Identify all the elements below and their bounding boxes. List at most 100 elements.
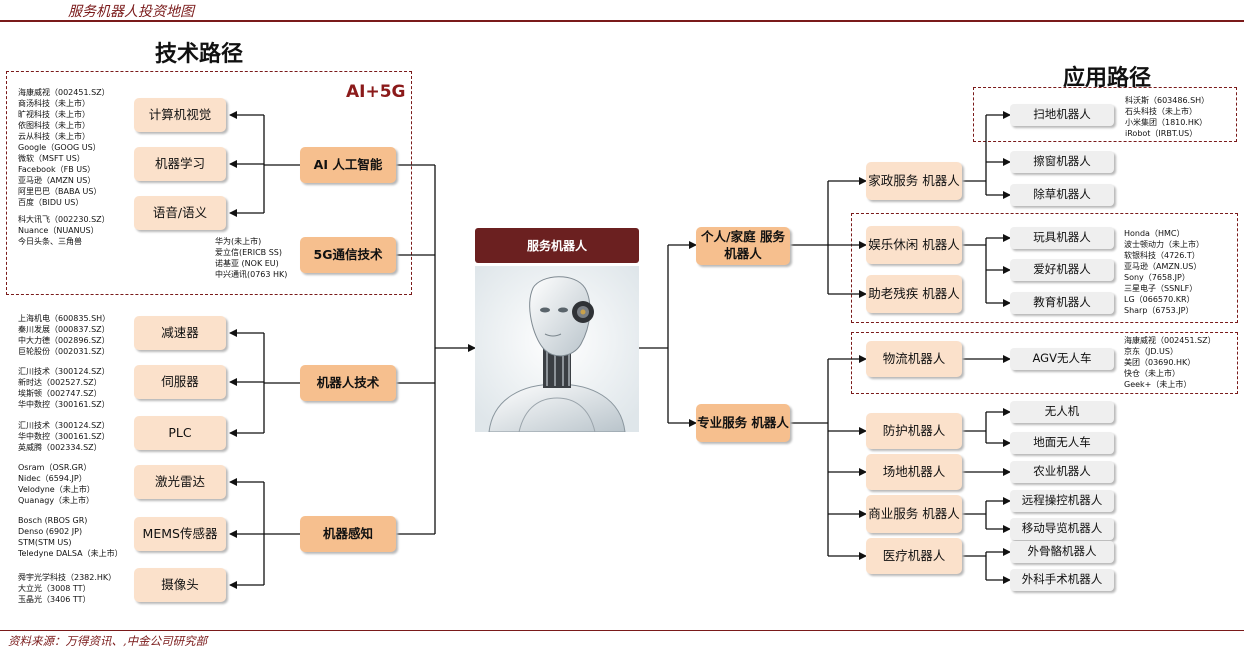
tech-plc: PLC — [134, 416, 226, 450]
servo-company-list: 汇川技术（300124.SZ） 新时达（002527.SZ） 埃斯顿（00274… — [18, 366, 110, 410]
cv-company-list: 海康威视（002451.SZ） 商汤科技（未上市） 旷视科技（未上市） 依图科技… — [18, 87, 110, 208]
company-item: Velodyne（未上市） — [18, 485, 95, 494]
tech-path-title: 技术路径 — [155, 41, 244, 67]
leaf-toy-robot: 玩具机器人 — [1010, 227, 1114, 249]
company-item: 微软（MSFT US） — [18, 154, 85, 163]
leaf-teleoperation-robot: 远程操控机器人 — [1010, 490, 1114, 512]
company-item: 百度（BIDU US） — [18, 198, 84, 207]
leaf-lawn-robot: 除草机器人 — [1010, 184, 1114, 206]
tech-reducer: 减速器 — [134, 316, 226, 350]
company-item: Geek+（未上市） — [1124, 380, 1192, 389]
page-title: 服务机器人投资地图 — [68, 4, 194, 20]
company-item: 云从科技（未上市） — [18, 132, 90, 141]
company-item: 上海机电（600835.SH） — [18, 314, 111, 323]
company-item: Bosch (RBOS GR) — [18, 516, 88, 525]
tech-servo: 伺服器 — [134, 365, 226, 399]
leaf-exoskeleton-robot: 外骨骼机器人 — [1010, 541, 1114, 563]
group-robot-tech: 机器人技术 — [300, 365, 396, 401]
tech-speech: 语音/语义 — [134, 196, 226, 230]
sub-elderly: 助老残疾 机器人 — [866, 275, 962, 313]
company-item: Quanagy（未上市） — [18, 496, 95, 505]
leaf-ground-vehicle: 地面无人车 — [1010, 432, 1114, 454]
sub-defense: 防护机器人 — [866, 413, 962, 449]
company-item: 小米集团（1810.HK） — [1125, 118, 1208, 127]
company-item: 科大讯飞（002230.SZ） — [18, 215, 110, 224]
tech-mems-sensor: MEMS传感器 — [134, 517, 226, 551]
header-rule — [0, 20, 1244, 22]
app-path-title: 应用路径 — [1063, 65, 1152, 91]
speech-company-list: 科大讯飞（002230.SZ） Nuance（NUANUS） 今日头条、三角兽 — [18, 214, 110, 247]
sweep-company-list: 科沃斯（603486.SH） 石头科技（未上市） 小米集团（1810.HK） i… — [1125, 95, 1209, 139]
company-item: 中大力德（002896.SZ） — [18, 336, 110, 345]
company-item: 海康威视（002451.SZ） — [18, 88, 110, 97]
sub-field: 场地机器人 — [866, 454, 962, 490]
group-ai: AI 人工智能 — [300, 147, 396, 183]
leaf-surgical-robot: 外科手术机器人 — [1010, 569, 1114, 591]
company-item: Sony（7658.JP） — [1124, 273, 1190, 282]
company-item: 英威腾（002334.SZ） — [18, 443, 102, 452]
company-item: 汇川技术（300124.SZ） — [18, 421, 110, 430]
sub-medical: 医疗机器人 — [866, 538, 962, 574]
sub-household: 家政服务 机器人 — [866, 162, 962, 200]
logistics-company-list: 海康威视（002451.SZ） 京东（JD.US） 美团（03690.HK） 快… — [1124, 335, 1216, 390]
company-item: 华中数控（300161.SZ） — [18, 432, 110, 441]
company-item: 快仓（未上市） — [1124, 369, 1180, 378]
company-item: Honda（HMC） — [1124, 229, 1185, 238]
leaf-drone: 无人机 — [1010, 401, 1114, 423]
company-item: 软银科技（4726.T） — [1124, 251, 1200, 260]
company-item: LG（066570.KR） — [1124, 295, 1195, 304]
group-perception: 机器感知 — [300, 516, 396, 552]
source-note: 资料来源：万得资讯、,中金公司研究部 — [8, 634, 208, 648]
company-item: 科沃斯（603486.SH） — [1125, 96, 1210, 105]
company-item: 华中数控（300161.SZ） — [18, 400, 110, 409]
company-item: 汇川技术（300124.SZ） — [18, 367, 110, 376]
sub-entertainment: 娱乐休闲 机器人 — [866, 226, 962, 264]
sub-logistics: 物流机器人 — [866, 341, 962, 377]
sweep-frame — [973, 87, 1237, 142]
company-item: 中兴通讯(0763 HK) — [215, 270, 288, 279]
company-item: Google（GOOG US） — [18, 143, 101, 152]
robot-image — [475, 266, 639, 432]
company-item: 舜宇光学科技（2382.HK） — [18, 573, 117, 582]
company-item: 大立光（3008 TT） — [18, 584, 91, 593]
footer-rule — [0, 630, 1244, 631]
company-item: Nuance（NUANUS） — [18, 226, 99, 235]
company-item: 新时达（002527.SZ） — [18, 378, 102, 387]
company-item: 依图科技（未上市） — [18, 121, 90, 130]
company-item: Denso (6902 JP) — [18, 527, 83, 536]
logistics-frame — [851, 332, 1238, 394]
company-item: 巨轮股份（002031.SZ） — [18, 347, 110, 356]
service-robot-title: 服务机器人 — [475, 228, 639, 263]
lidar-company-list: Osram（OSR.GR） Nidec（6594.JP） Velodyne（未上… — [18, 462, 95, 506]
tech-camera: 摄像头 — [134, 568, 226, 602]
group-5g: 5G通信技术 — [300, 237, 396, 273]
company-item: 三星电子（SSNLF） — [1124, 284, 1198, 293]
company-item: 阿里巴巴（BABA US） — [18, 187, 102, 196]
company-item: 秦川发展（000837.SZ） — [18, 325, 110, 334]
camera-company-list: 舜宇光学科技（2382.HK） 大立光（3008 TT） 玉晶光（3406 TT… — [18, 572, 116, 605]
company-item: 波士顿动力（未上市） — [1124, 240, 1204, 249]
reducer-company-list: 上海机电（600835.SH） 秦川发展（000837.SZ） 中大力德（002… — [18, 313, 110, 357]
ai-5g-frame — [6, 71, 412, 295]
leaf-agriculture-robot: 农业机器人 — [1010, 461, 1114, 483]
leaf-education-robot: 教育机器人 — [1010, 292, 1114, 314]
company-item: 美团（03690.HK） — [1124, 358, 1196, 367]
mems-company-list: Bosch (RBOS GR) Denso (6902 JP) STM(STM … — [18, 515, 123, 559]
g5-company-list: 华为(未上市) 爱立信(ERICB SS) 诺基亚 (NOK EU) 中兴通讯(… — [215, 236, 287, 280]
tech-machine-learning: 机器学习 — [134, 147, 226, 181]
ai-5g-badge: AI+5G — [346, 82, 406, 102]
tech-lidar: 激光雷达 — [134, 465, 226, 499]
company-item: 华为(未上市) — [215, 237, 262, 246]
company-item: STM(STM US) — [18, 538, 72, 547]
company-item: 诺基亚 (NOK EU) — [215, 259, 279, 268]
company-item: 亚马逊（AMZN.US） — [1124, 262, 1202, 271]
leaf-guide-robot: 移动导览机器人 — [1010, 518, 1114, 540]
company-item: iRobot（IRBT.US） — [1125, 129, 1198, 138]
category-personal: 个人/家庭 服务机器人 — [696, 227, 790, 265]
leaf-hobby-robot: 爱好机器人 — [1010, 259, 1114, 281]
company-item: 亚马逊（AMZN US） — [18, 176, 96, 185]
company-item: 爱立信(ERICB SS) — [215, 248, 282, 257]
company-item: 海康威视（002451.SZ） — [1124, 336, 1216, 345]
entertainment-company-list: Honda（HMC） 波士顿动力（未上市） 软银科技（4726.T） 亚马逊（A… — [1124, 228, 1204, 316]
